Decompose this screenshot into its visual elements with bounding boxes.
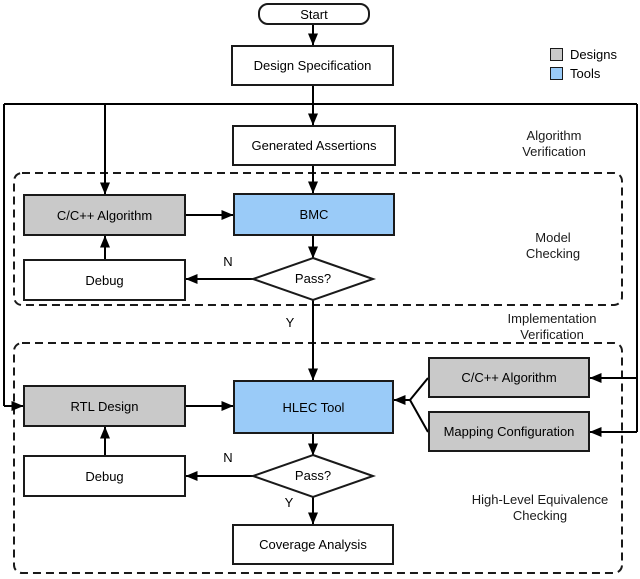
node-generated-assertions: Generated Assertions <box>232 125 396 166</box>
node-hlec-tool: HLEC Tool <box>233 380 394 434</box>
node-pass-model-label: Pass? <box>294 271 332 286</box>
section-line: Model <box>535 230 571 245</box>
edge-label-pass-impl-yes: Y <box>284 495 294 510</box>
section-line: Checking <box>525 246 581 261</box>
section-label-algorithm-verification: Algorithm Verification <box>494 128 614 160</box>
node-start: Start <box>258 3 370 25</box>
section-label-model-checking: Model Checking <box>493 230 613 262</box>
node-rtl-design: RTL Design <box>23 385 186 427</box>
section-line: Verification <box>520 327 584 342</box>
legend-label-designs: Designs <box>570 47 617 62</box>
pass-impl-diamond <box>249 453 377 499</box>
flow-arrows <box>4 25 637 525</box>
node-design-specification: Design Specification <box>231 45 394 86</box>
section-line: Checking <box>512 508 568 523</box>
pass-model-diamond <box>249 256 377 302</box>
edge-label-pass-model-yes: Y <box>285 315 295 330</box>
node-debug-impl: Debug <box>23 455 186 497</box>
legend-label-tools: Tools <box>570 66 601 81</box>
model-checking-region <box>13 172 623 306</box>
designs-swatch-icon <box>550 48 563 61</box>
legend-item-tools: Tools <box>550 64 617 83</box>
legend-item-designs: Designs <box>550 45 617 64</box>
node-debug-model: Debug <box>23 259 186 301</box>
section-line: High-Level Equivalence <box>471 492 609 507</box>
section-line: Implementation <box>507 311 597 326</box>
node-cc-algorithm-impl: C/C++ Algorithm <box>428 357 590 398</box>
legend: Designs Tools <box>550 45 617 83</box>
node-coverage-analysis: Coverage Analysis <box>232 524 394 565</box>
node-mapping-configuration: Mapping Configuration <box>428 411 590 452</box>
section-label-implementation-verification: Implementation Verification <box>482 311 622 343</box>
node-pass-impl-label: Pass? <box>294 468 332 483</box>
section-line: Verification <box>522 144 586 159</box>
section-label-high-level-equivalence-checking: High-Level Equivalence Checking <box>459 492 621 524</box>
section-line: Algorithm <box>526 128 582 143</box>
tools-swatch-icon <box>550 67 563 80</box>
node-cc-algorithm-model: C/C++ Algorithm <box>23 194 186 236</box>
node-bmc: BMC <box>233 193 395 236</box>
edge-label-pass-impl-no: N <box>223 450 233 465</box>
edge-label-pass-model-no: N <box>223 254 233 269</box>
